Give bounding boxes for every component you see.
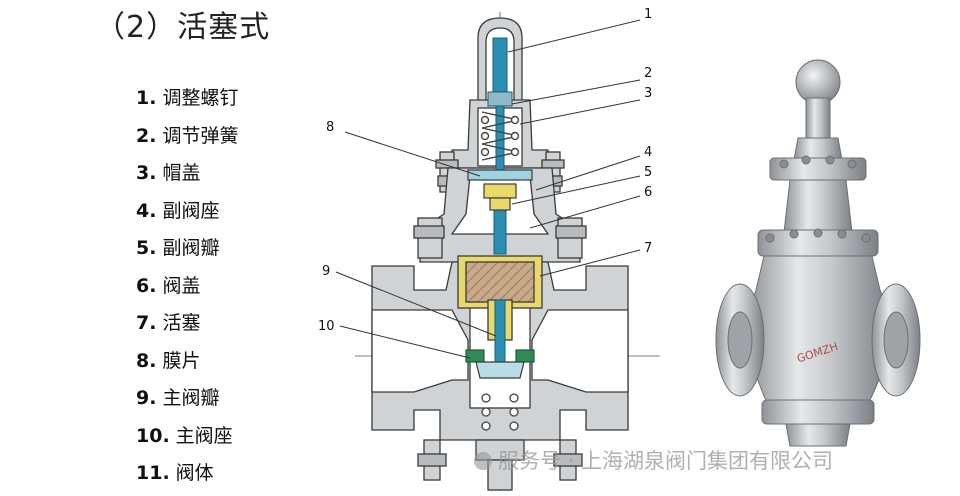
callout-8: 8: [326, 120, 334, 135]
part-item: 5.副阀瓣: [136, 230, 238, 268]
part-name: 调节弹簧: [162, 124, 239, 147]
part-name: 调整螺钉: [162, 87, 239, 109]
part-item: 4.副阀座: [136, 193, 238, 231]
part-item: 9.主阀瓣: [136, 380, 238, 418]
part-number: 8.: [136, 349, 157, 372]
part-name: 活塞: [162, 312, 201, 334]
part-item: 1.调整螺钉: [136, 80, 238, 118]
part-number: 6.: [136, 274, 157, 297]
part-number: 3.: [136, 162, 157, 184]
callout-6: 6: [644, 185, 652, 200]
part-name: 副阀座: [162, 199, 220, 222]
part-name: 主阀瓣: [162, 387, 220, 409]
part-number: 1.: [136, 87, 157, 109]
part-item: 11.阀体: [136, 455, 238, 493]
callout-9: 9: [322, 264, 330, 279]
diaphragm: [467, 169, 533, 211]
regulating-spring: [480, 111, 520, 161]
part-name: 主阀座: [175, 424, 233, 447]
part-item: 8.膜片: [136, 343, 238, 381]
part-item: 10.主阀座: [136, 418, 238, 456]
parts-list: 1.调整螺钉 2.调节弹簧 3.帽盖 4.副阀座 5.副阀瓣 6.阀盖 7.活塞…: [136, 80, 238, 493]
part-item: 6.阀盖: [136, 268, 238, 306]
part-name: 副阀瓣: [162, 237, 220, 259]
part-number: 10.: [136, 424, 170, 447]
callout-7: 7: [644, 241, 652, 256]
piston: [457, 255, 543, 341]
main-seat: [465, 349, 535, 363]
watermark: 服务号 · 上海湖泉阀门集团有限公司: [474, 445, 833, 475]
callout-10: 10: [318, 319, 335, 334]
wechat-icon: [474, 452, 492, 470]
callout-4: 4: [644, 145, 652, 160]
part-number: 2.: [136, 124, 157, 147]
callout-2: 2: [644, 66, 652, 81]
part-number: 11.: [136, 462, 170, 484]
part-name: 帽盖: [162, 162, 201, 184]
main-disc: [475, 361, 525, 379]
bottom-spring: [481, 393, 519, 431]
part-name: 膜片: [162, 349, 201, 372]
part-name: 阀盖: [162, 274, 201, 297]
callout-3: 3: [644, 86, 652, 101]
part-name: 阀体: [175, 462, 214, 484]
part-number: 7.: [136, 312, 157, 334]
part-number: 9.: [136, 387, 157, 409]
callout-5: 5: [644, 165, 652, 180]
part-number: 5.: [136, 237, 157, 259]
callout-1: 1: [644, 7, 652, 22]
part-number: 4.: [136, 199, 157, 222]
callout-labels: 1 2 3 8 4 5 6 7 9 10: [318, 7, 652, 334]
part-item: 2.调节弹簧: [136, 118, 238, 156]
page-title: （2）活塞式: [95, 10, 271, 45]
valve-product-image: GOMZH: [715, 59, 921, 447]
callout-lines: [335, 19, 641, 359]
part-item: 7.活塞: [136, 305, 238, 343]
watermark-text: 服务号 · 上海湖泉阀门集团有限公司: [498, 449, 834, 473]
part-item: 3.帽盖: [136, 155, 238, 193]
